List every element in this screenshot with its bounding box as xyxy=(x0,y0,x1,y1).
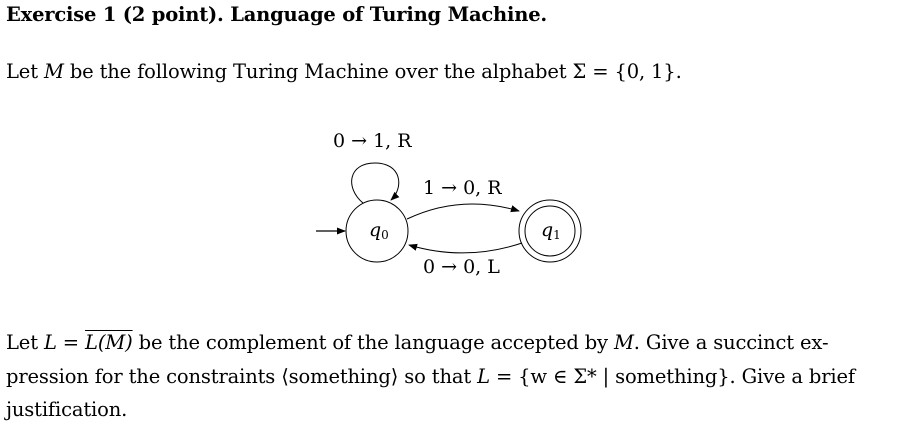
transition-q1-q0-label: 0 → 0, L xyxy=(423,256,500,278)
question-line-2: pression for the constraints ⟨something⟩… xyxy=(6,365,855,388)
alphabet-expression: Σ = {0, 1} xyxy=(572,60,676,83)
q-line1-end: . Give a succinct ex- xyxy=(633,331,829,354)
state-q0-label: q0 xyxy=(369,219,389,242)
complement-expression: L(M) xyxy=(85,331,133,354)
transition-q0-q1 xyxy=(406,203,520,220)
state-q0: q0 xyxy=(345,199,409,263)
transition-q0-q1-label: 1 → 0, R xyxy=(423,177,502,199)
exercise-title: Exercise 1 (2 point). Language of Turing… xyxy=(6,3,548,26)
intro-suffix: . xyxy=(675,60,682,83)
q-line1-suffix: be the complement of the language accept… xyxy=(132,331,614,354)
equals: = xyxy=(56,331,86,354)
q-prefix: Let xyxy=(6,331,44,354)
q-line2-prefix: pression for the constraints ⟨something⟩… xyxy=(6,365,478,388)
intro-prefix: Let xyxy=(6,60,44,83)
state-q1: q1 xyxy=(518,199,582,263)
machine-symbol: M xyxy=(43,60,64,83)
question-line-3: justification. xyxy=(6,398,128,421)
self-loop-q0 xyxy=(351,162,400,204)
set-expression: = {w ∈ Σ* | something}. Give a brief xyxy=(489,365,855,388)
transition-q1-q0 xyxy=(408,242,523,254)
question-line-1: Let L = L(M) be the complement of the la… xyxy=(6,331,829,354)
language-L: L xyxy=(43,331,57,354)
machine-symbol-2: M xyxy=(613,331,634,354)
intro-paragraph: Let M be the following Turing Machine ov… xyxy=(6,60,682,83)
self-loop-label: 0 → 1, R xyxy=(333,130,412,152)
intro-middle: be the following Turing Machine over the… xyxy=(63,60,573,83)
state-q1-label: q1 xyxy=(541,219,561,242)
language-L-2: L xyxy=(477,365,490,388)
